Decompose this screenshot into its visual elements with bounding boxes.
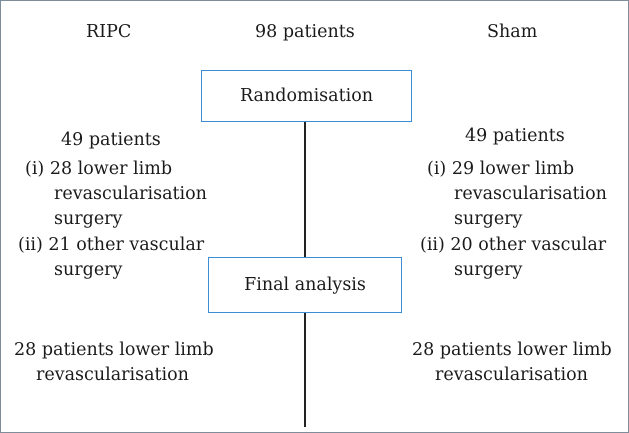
final-analysis-box: Final analysis bbox=[208, 257, 402, 313]
total-patients-header: 98 patients bbox=[255, 22, 355, 42]
sham-final-line1: 28 patients lower limb bbox=[412, 340, 612, 360]
sham-item2-line1: (ii) 20 other vascular bbox=[420, 235, 607, 255]
sham-item1-line1: (i) 29 lower limb bbox=[427, 159, 575, 179]
ripc-header: RIPC bbox=[86, 22, 132, 42]
ripc-count: 49 patients bbox=[61, 130, 161, 150]
sham-item1-line2: revascularisation bbox=[454, 184, 607, 204]
sham-count: 49 patients bbox=[465, 126, 565, 146]
ripc-item1-line2: revascularisation bbox=[54, 184, 207, 204]
sham-item2-line2: surgery bbox=[454, 260, 523, 280]
sham-final-line2: revascularisation bbox=[435, 365, 588, 385]
ripc-item2-line2: surgery bbox=[54, 260, 123, 280]
ripc-item1-line1: (i) 28 lower limb bbox=[25, 159, 173, 179]
connector-line-top bbox=[304, 121, 306, 257]
randomisation-box: Randomisation bbox=[201, 70, 412, 122]
ripc-final-line1: 28 patients lower limb bbox=[14, 340, 214, 360]
sham-header: Sham bbox=[487, 22, 538, 42]
ripc-item1-line3: surgery bbox=[54, 209, 123, 229]
sham-item1-line3: surgery bbox=[454, 209, 523, 229]
ripc-item2-line1: (ii) 21 other vascular bbox=[18, 235, 205, 255]
ripc-final-line2: revascularisation bbox=[36, 365, 189, 385]
connector-line-bottom bbox=[304, 313, 306, 427]
